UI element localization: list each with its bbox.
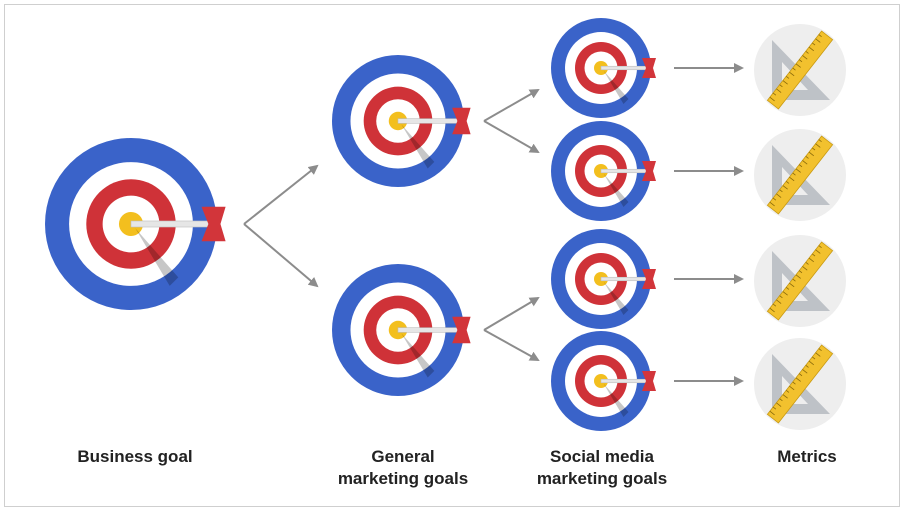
business-goal-target	[45, 138, 226, 310]
arrow-general2-to-social-3	[483, 296, 540, 331]
metric-icon-2	[754, 129, 846, 221]
general-goal-target-1	[332, 55, 471, 187]
general-goal-target-2	[332, 264, 471, 396]
social-goal-target-1	[551, 18, 656, 118]
metric-icon-1	[754, 24, 846, 116]
arrow-business-to-general-2	[243, 223, 319, 288]
arrow-business-to-general-1	[243, 164, 319, 225]
metric-icon-4	[754, 338, 846, 430]
social-goal-target-4	[551, 331, 656, 431]
metrics-icons	[754, 24, 846, 430]
social-goal-target-2	[551, 121, 656, 221]
diagram-frame	[4, 4, 900, 507]
metrics-label: Metrics	[777, 447, 837, 466]
targets	[45, 18, 656, 431]
metric-icon-3	[754, 235, 846, 327]
social-goal-target-3	[551, 229, 656, 329]
arrow-general1-to-social-2	[483, 120, 540, 153]
connectors	[243, 63, 744, 386]
arrow-general2-to-social-4	[483, 329, 540, 361]
business-goal-label: Business goal	[77, 447, 193, 466]
arrow-general1-to-social-1	[483, 89, 540, 122]
